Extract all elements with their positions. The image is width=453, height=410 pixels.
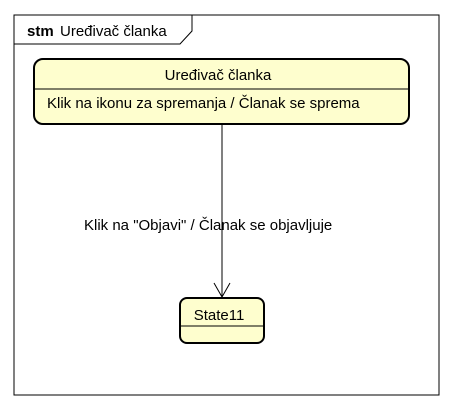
frame-keyword: stm bbox=[27, 23, 54, 40]
frame-title: Uređivač članka bbox=[60, 23, 167, 40]
transition-label: Klik na "Objavi" / Članak se objavljuje bbox=[84, 217, 332, 234]
state-box bbox=[33, 58, 410, 125]
frame-name-tab bbox=[13, 14, 193, 45]
state-name: State11 bbox=[194, 307, 245, 324]
state-uredjivac-clanka[interactable]: Uređivač članka Klik na ikonu za spreman… bbox=[33, 58, 410, 125]
state-internal-activity: Klik na ikonu za spremanja / Članak se s… bbox=[47, 95, 360, 112]
state-state11[interactable]: State11 bbox=[179, 297, 265, 344]
state-box bbox=[179, 297, 265, 344]
state-name: Uređivač članka bbox=[165, 67, 272, 84]
